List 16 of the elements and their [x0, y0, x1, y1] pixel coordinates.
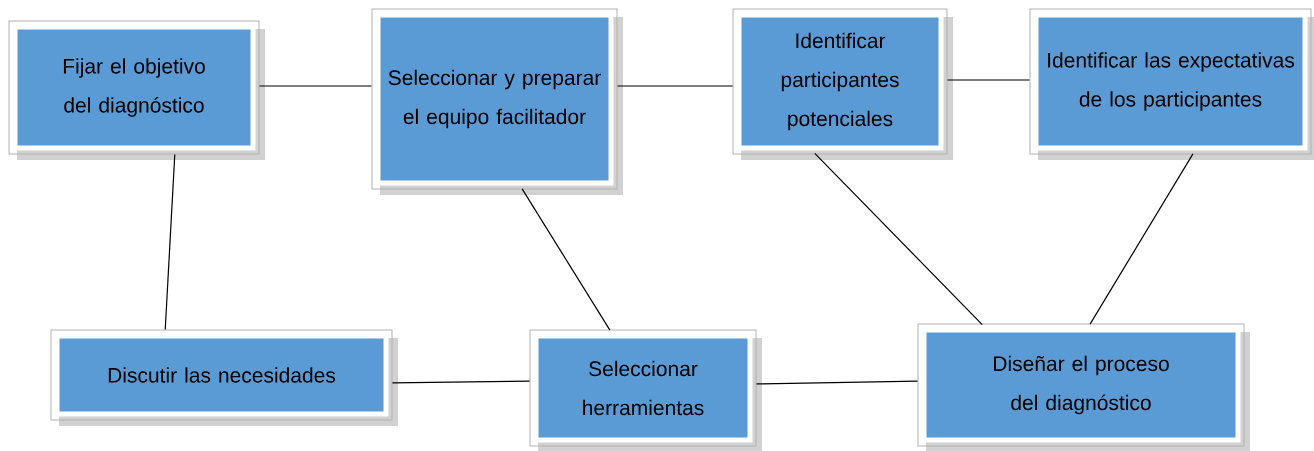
connector-line — [164, 153, 176, 331]
connector-line — [391, 380, 531, 384]
process-box: Identificar las expectativas de los participantes — [1029, 8, 1314, 160]
connector-line — [814, 152, 983, 326]
connector-line — [946, 79, 1031, 81]
connector-line — [521, 188, 611, 331]
connector-line — [616, 85, 734, 87]
process-box: Seleccionar herramientas — [529, 329, 762, 451]
process-box: Discutir las necesidades — [50, 329, 398, 426]
connector-line — [1089, 153, 1194, 325]
connector-line — [755, 380, 919, 385]
connector-line — [258, 85, 373, 87]
process-box: Diseñar el proceso del diagnóstico — [917, 323, 1250, 451]
process-box: Seleccionar y preparar el equipo facilitador — [371, 8, 623, 195]
process-box: Identificar participantes potenciales — [732, 8, 953, 160]
process-box: Fijar el objetivo del diagnóstico — [8, 20, 265, 160]
